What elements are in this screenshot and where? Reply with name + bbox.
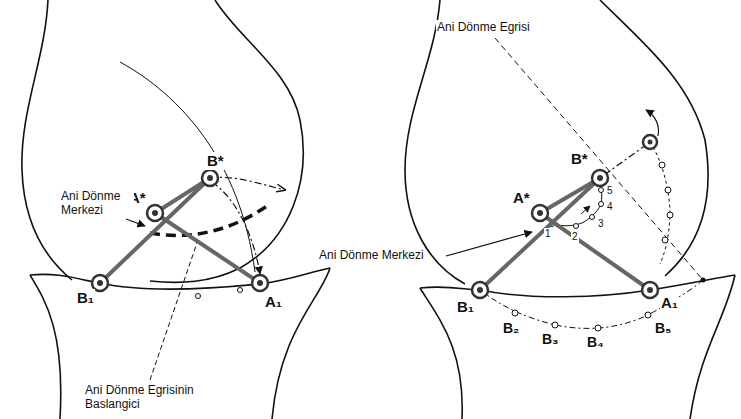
callout-number: 2	[571, 231, 579, 243]
point-label: B₅	[654, 320, 673, 337]
callout-label: Ani Dönme Merkezi	[60, 189, 134, 218]
callout-number: 5	[606, 185, 614, 197]
callout-label: Ani Dönme Merkezi	[318, 248, 425, 262]
joint-label: B₁	[76, 289, 95, 307]
right-linkage	[480, 178, 650, 290]
joint-pins	[92, 135, 658, 298]
joint-label: B₁	[456, 298, 475, 316]
left-construction	[126, 177, 285, 380]
point-label: B₂	[502, 320, 520, 337]
joint-label: B*	[570, 150, 589, 168]
point-label: B₃	[541, 331, 560, 348]
callout-number: 4	[606, 201, 614, 213]
callout-number: 1	[544, 228, 552, 240]
joint-label: A₁	[660, 294, 679, 312]
point-label: B₄	[586, 334, 605, 351]
callout-label: Ani Dönme Egrisinin Baslangici	[84, 383, 226, 412]
bone-outlines	[22, 0, 735, 419]
joint-label: B*	[206, 152, 225, 170]
callout-number: 3	[597, 218, 605, 230]
callout-label: Ani Dönme Egrisi	[436, 20, 531, 34]
joint-label: A₁	[264, 293, 283, 311]
right-construction	[446, 38, 706, 331]
joint-label: A*	[512, 189, 531, 207]
